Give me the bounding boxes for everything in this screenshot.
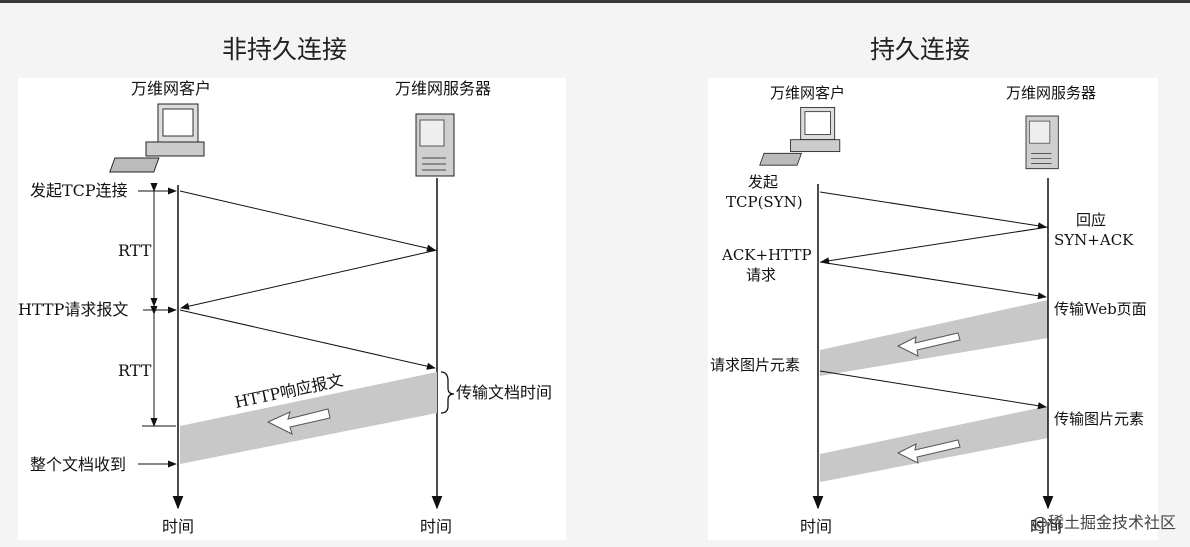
server-time-label: 时间 (420, 517, 452, 536)
server-label: 万维网服务器 (395, 79, 491, 98)
nonpersistent-diagram: 万维网客户 万维网服务器 发起TCP连接 RTT (18, 78, 566, 540)
client-computer-icon (759, 106, 841, 166)
rtt1-label: RTT (118, 241, 152, 260)
start-tcp-label: 发起TCP连接 (30, 181, 128, 200)
watermark: @稀土掘金技术社区 (1031, 513, 1176, 532)
image-request-line (819, 370, 1047, 410)
reply-line1: 回应 (1076, 211, 1106, 229)
client-time-label: 时间 (800, 517, 832, 536)
syn-line (819, 191, 1047, 230)
tcp-reply-line (180, 249, 438, 310)
nonpersistent-svg: 万维网客户 万维网服务器 发起TCP连接 RTT (18, 79, 552, 536)
request-image-label: 请求图片元素 (710, 356, 800, 374)
http-request-label: HTTP请求报文 (18, 300, 128, 319)
rtt2-label: RTT (118, 361, 152, 380)
persistent-title: 持久连接 (870, 35, 971, 64)
http-request-line (179, 309, 436, 370)
nonpersistent-title: 非持久连接 (222, 35, 348, 64)
client-label: 万维网客户 (131, 79, 211, 98)
transfer-web-label: 传输Web页面 (1054, 300, 1147, 318)
client-computer-icon (109, 103, 205, 173)
server-icon (1025, 115, 1059, 170)
ack-http-line (819, 261, 1047, 300)
web-page-band (820, 300, 1048, 376)
window-top-border (0, 0, 1190, 3)
transfer-time-label: 传输文档时间 (456, 383, 552, 402)
response-arrow-icon (266, 408, 331, 435)
ack-line1: ACK+HTTP (721, 246, 812, 264)
transfer-image-label: 传输图片元素 (1054, 410, 1144, 428)
persistent-diagram: 万维网客户 万维网服务器 发起 TCP(SYN) 回应 SYN+ACK ACK+… (708, 78, 1158, 540)
server-label: 万维网服务器 (1006, 84, 1096, 102)
image-arrow-icon (896, 439, 961, 464)
server-time-label: 时间 (1030, 517, 1062, 536)
syn-ack-line (820, 226, 1049, 265)
server-icon (415, 113, 455, 177)
client-time-label: 时间 (162, 517, 194, 536)
reply-line2: SYN+ACK (1054, 231, 1134, 249)
doc-received-label: 整个文档收到 (30, 455, 126, 474)
persistent-svg: 万维网客户 万维网服务器 发起 TCP(SYN) 回应 SYN+ACK ACK+… (710, 84, 1147, 536)
ack-line2: 请求 (746, 266, 776, 284)
web-page-arrow-icon (896, 332, 961, 357)
transfer-brace (440, 371, 455, 414)
start-line1: 发起 (748, 173, 778, 191)
client-label: 万维网客户 (770, 84, 845, 102)
tcp-connect-line (179, 190, 436, 252)
start-line2: TCP(SYN) (726, 193, 803, 211)
image-band (820, 406, 1048, 482)
